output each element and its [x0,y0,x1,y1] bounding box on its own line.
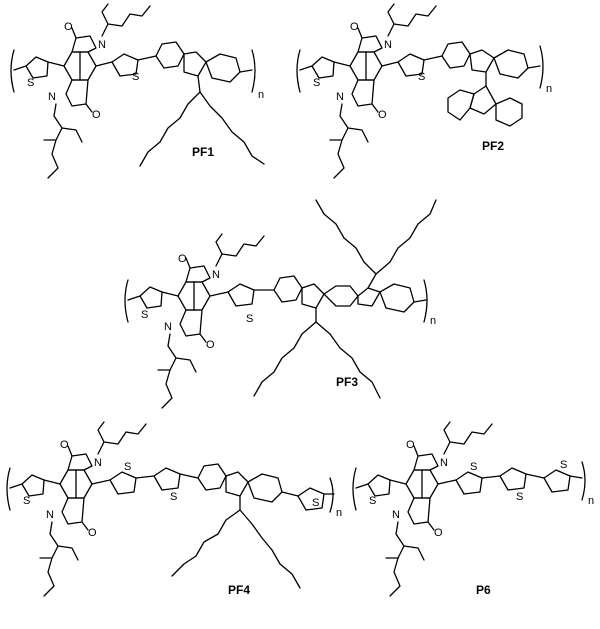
sulfur-atom: S [313,77,320,89]
compound-label: PF2 [482,139,504,153]
sulfur-atom: S [418,71,425,83]
repeat-unit-n: n [546,83,552,95]
nitrogen-atom: N [46,509,54,521]
nitrogen-atom: N [336,91,344,103]
repeat-unit-n: n [258,89,264,101]
compound-label: P6 [476,583,491,597]
sulfur-atom: S [124,461,131,473]
structure-pf1: S O O N N S n PF1 [10,3,265,179]
oxygen-atom: O [350,21,359,33]
structure-pf3: S O O N N S n PF3 [124,199,437,409]
oxygen-atom: O [378,109,387,121]
nitrogen-atom: N [94,457,102,469]
nitrogen-atom: N [440,457,448,469]
structure-p6: S O O N N S S S n P6 [352,421,594,597]
compound-label: PF1 [192,145,214,159]
oxygen-atom: O [60,439,69,451]
repeat-unit-n: n [336,507,342,519]
structure-pf4: S O O N N S S S n PF4 [6,421,342,597]
nitrogen-atom: N [384,39,392,51]
nitrogen-atom: N [164,321,172,333]
nitrogen-atom: N [212,269,220,281]
sulfur-atom: S [312,497,319,509]
sulfur-atom: S [369,495,376,507]
compound-label: PF4 [228,583,250,597]
oxygen-atom: O [406,439,415,451]
sulfur-atom: S [141,309,148,321]
sulfur-atom: S [27,77,34,89]
repeat-unit-n: n [430,315,436,327]
sulfur-atom: S [170,491,177,503]
sulfur-atom: S [132,71,139,83]
compound-label: PF3 [336,375,358,389]
sulfur-atom: S [560,459,567,471]
oxygen-atom: O [88,527,97,539]
sulfur-atom: S [246,313,253,325]
sulfur-atom: S [516,491,523,503]
repeat-unit-n: n [588,495,594,507]
sulfur-atom: S [23,495,30,507]
oxygen-atom: O [64,21,73,33]
nitrogen-atom: N [392,509,400,521]
nitrogen-atom: N [48,91,56,103]
oxygen-atom: O [434,527,443,539]
oxygen-atom: O [206,339,215,351]
structure-pf2: S O O N N S n PF2 [296,3,552,179]
oxygen-atom: O [178,253,187,265]
sulfur-atom: S [470,461,477,473]
oxygen-atom: O [92,109,101,121]
nitrogen-atom: N [98,39,106,51]
